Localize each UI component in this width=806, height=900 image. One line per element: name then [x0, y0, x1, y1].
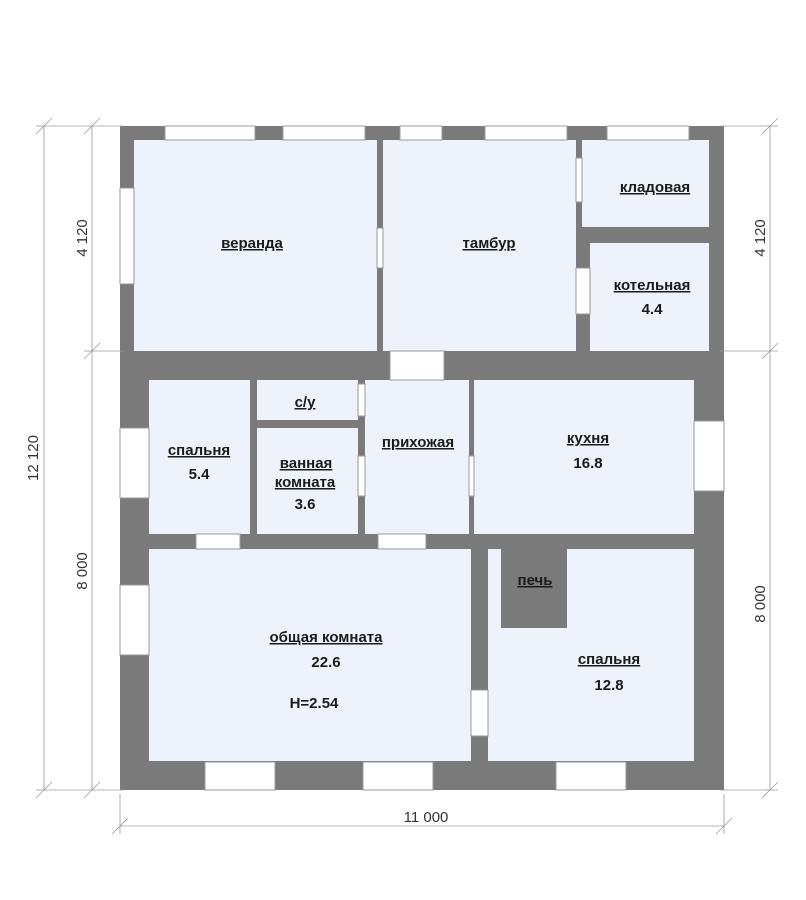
window [606, 125, 690, 141]
area-spalnya-small: 5.4 [189, 466, 211, 483]
window [282, 125, 366, 141]
room-spalnya-small [149, 380, 250, 534]
room-su [257, 380, 358, 420]
stove [501, 536, 567, 628]
label-tambur: тамбур [463, 235, 516, 252]
dim-right-lower: 8 000 [752, 585, 769, 623]
room-prihozhaya [365, 380, 469, 534]
door [470, 689, 489, 737]
door [376, 227, 384, 269]
label-su: с/у [295, 394, 317, 411]
area-kuhnya: 16.8 [573, 455, 602, 472]
door [377, 533, 427, 550]
window [204, 761, 276, 791]
door [468, 455, 475, 497]
door [357, 383, 366, 417]
label-kuhnya: кухня [567, 430, 609, 447]
label-obshaya: общая комната [270, 629, 384, 646]
window [119, 427, 150, 499]
label-spalnya-small: спальня [168, 442, 230, 459]
ceiling-height: H=2.54 [290, 695, 339, 712]
door [575, 267, 591, 315]
room-kladovaya [582, 140, 709, 227]
door [575, 157, 583, 203]
area-obshaya: 22.6 [311, 654, 340, 671]
window [119, 187, 135, 285]
dim-total-height: 12 120 [25, 435, 42, 481]
door [357, 455, 366, 497]
room-veranda [134, 140, 377, 351]
window [484, 125, 568, 141]
label-vannaya-2: комната [275, 474, 336, 491]
room-obshaya [149, 549, 471, 761]
dim-left-upper: 4 120 [74, 219, 91, 257]
door [195, 533, 241, 550]
window [362, 761, 434, 791]
label-vannaya-1: ванная [280, 455, 333, 472]
label-veranda: веранда [221, 235, 283, 252]
window [399, 125, 443, 141]
room-kotelnaya [590, 243, 709, 351]
window [555, 761, 627, 791]
window [693, 420, 725, 492]
window [164, 125, 256, 141]
dim-total-width: 11 000 [404, 809, 449, 826]
label-prihozhaya: прихожая [382, 434, 454, 451]
room-kuhnya [474, 380, 694, 534]
label-kotelnaya: котельная [614, 277, 691, 294]
entrance-door [389, 350, 445, 381]
area-spalnya-big: 12.8 [594, 677, 623, 694]
label-pech: печь [518, 572, 553, 589]
dim-right-upper: 4 120 [752, 219, 769, 257]
area-kotelnaya: 4.4 [642, 301, 664, 318]
label-spalnya-big: спальня [578, 651, 640, 668]
room-vannaya [257, 428, 358, 534]
dim-left-lower: 8 000 [74, 552, 91, 590]
window [119, 584, 150, 656]
dimension-lines [35, 117, 779, 835]
area-vannaya: 3.6 [295, 496, 316, 513]
label-kladovaya: кладовая [620, 179, 690, 196]
room-tambur [383, 140, 576, 351]
